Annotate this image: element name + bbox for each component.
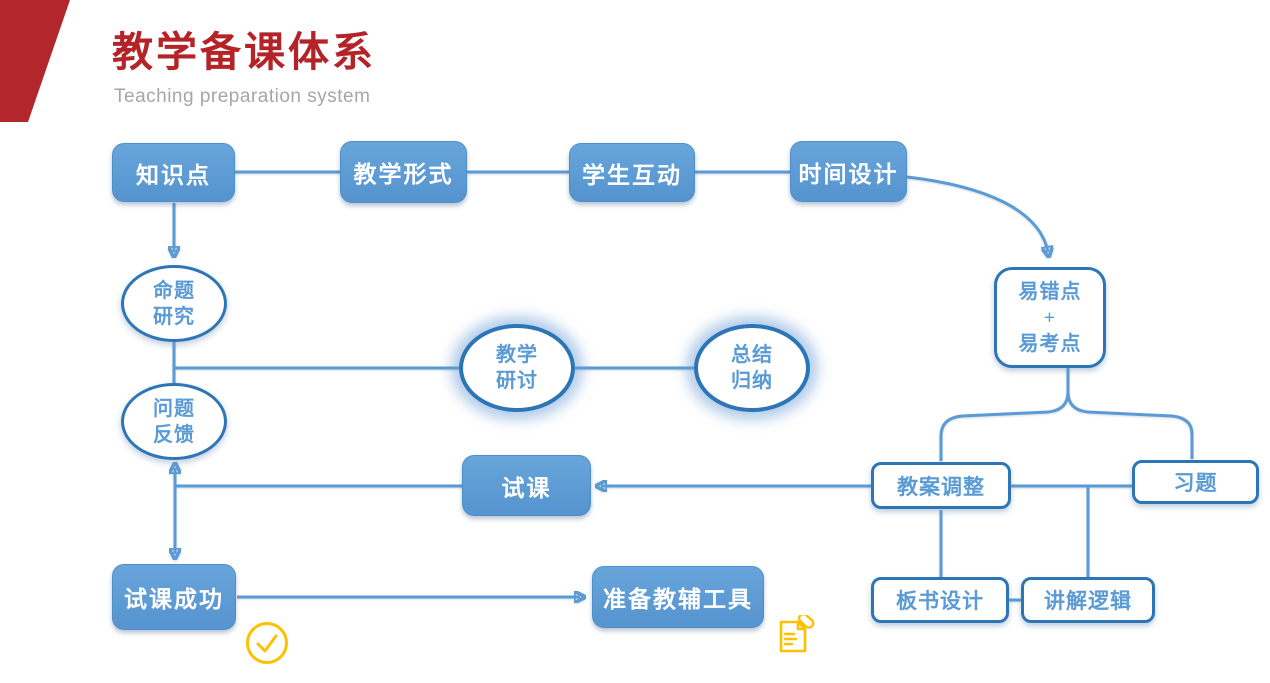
node-trial-lesson-success: 试课成功 bbox=[112, 564, 236, 630]
node-prepare-teaching-aids: 准备教辅工具 bbox=[592, 566, 764, 628]
errorpoints-branch bbox=[939, 368, 1194, 461]
node-topic-research: 命题 研究 bbox=[121, 265, 227, 342]
node-error-exam-points: 易错点 + 易考点 bbox=[994, 267, 1106, 368]
node-lesson-plan-adjustment: 教案调整 bbox=[871, 462, 1011, 509]
node-time-design: 时间设计 bbox=[790, 141, 907, 202]
document-attachment-icon bbox=[779, 615, 815, 653]
node-teaching-seminar: 教学 研讨 bbox=[459, 324, 575, 412]
node-trial-lesson: 试课 bbox=[462, 455, 591, 516]
branch-left bbox=[939, 368, 1070, 461]
node-student-interaction: 学生互动 bbox=[569, 143, 695, 202]
node-explanation-logic: 讲解逻辑 bbox=[1021, 577, 1155, 623]
page-title: 教学备课体系 bbox=[112, 29, 376, 75]
node-summary-induction: 总结 归纳 bbox=[694, 324, 810, 412]
node-board-writing-design: 板书设计 bbox=[871, 577, 1009, 623]
branch-right bbox=[1066, 391, 1194, 459]
check-circle-icon bbox=[246, 622, 288, 664]
node-exercises: 习题 bbox=[1132, 460, 1259, 504]
node-knowledge-point: 知识点 bbox=[112, 143, 235, 202]
node-teaching-form: 教学形式 bbox=[340, 141, 467, 203]
node-problem-feedback: 问题 反馈 bbox=[121, 383, 227, 460]
connector-timedesign-errorpoints bbox=[906, 175, 1048, 252]
page-subtitle: Teaching preparation system bbox=[114, 86, 371, 107]
